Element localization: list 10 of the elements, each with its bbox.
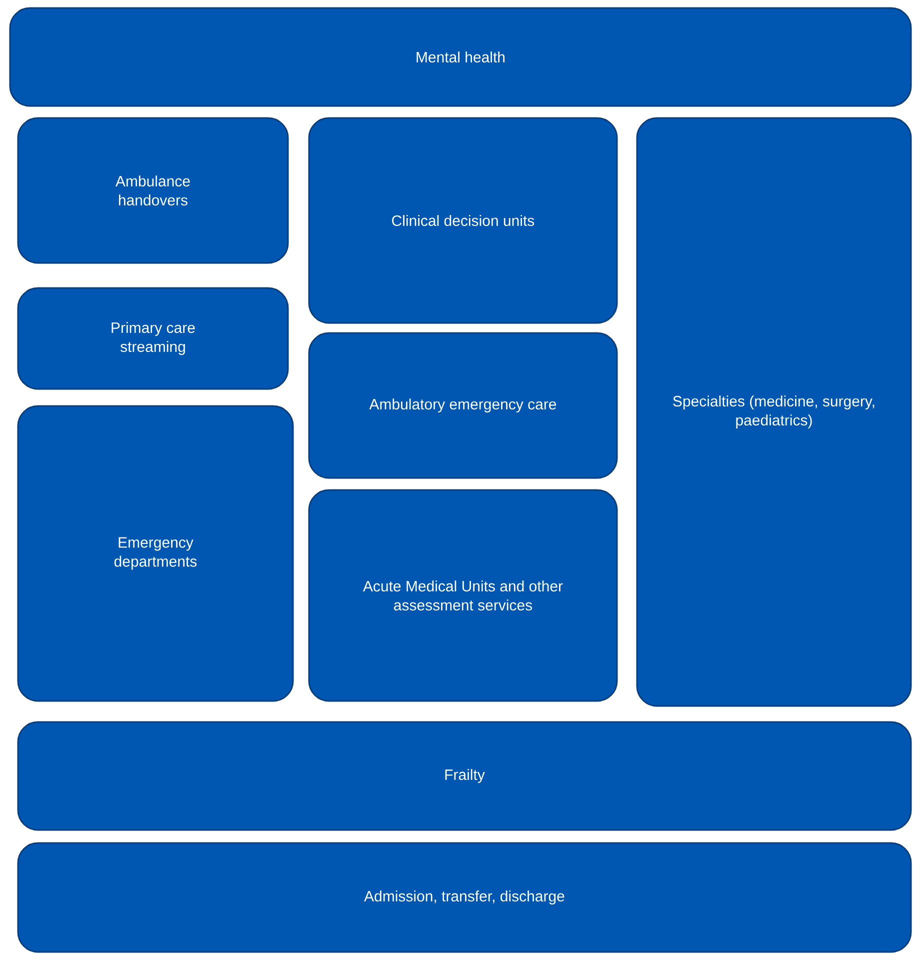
rounded-box: Frailty	[17, 721, 912, 831]
rounded-box: Specialties (medicine, surgery, paediatrics)	[636, 117, 912, 707]
rounded-box: Clinical decision units	[308, 117, 618, 324]
rounded-box: Admission, transfer, discharge	[17, 842, 912, 953]
rounded-box: Primary care streaming	[17, 287, 289, 390]
rounded-box: Ambulance handovers	[17, 117, 289, 264]
rounded-box: Ambulatory emergency care	[308, 332, 618, 479]
rounded-box: Acute Medical Units and other assessment services	[308, 489, 618, 702]
rounded-box: Mental health	[9, 7, 912, 107]
rounded-box: Emergency departments	[17, 405, 294, 702]
